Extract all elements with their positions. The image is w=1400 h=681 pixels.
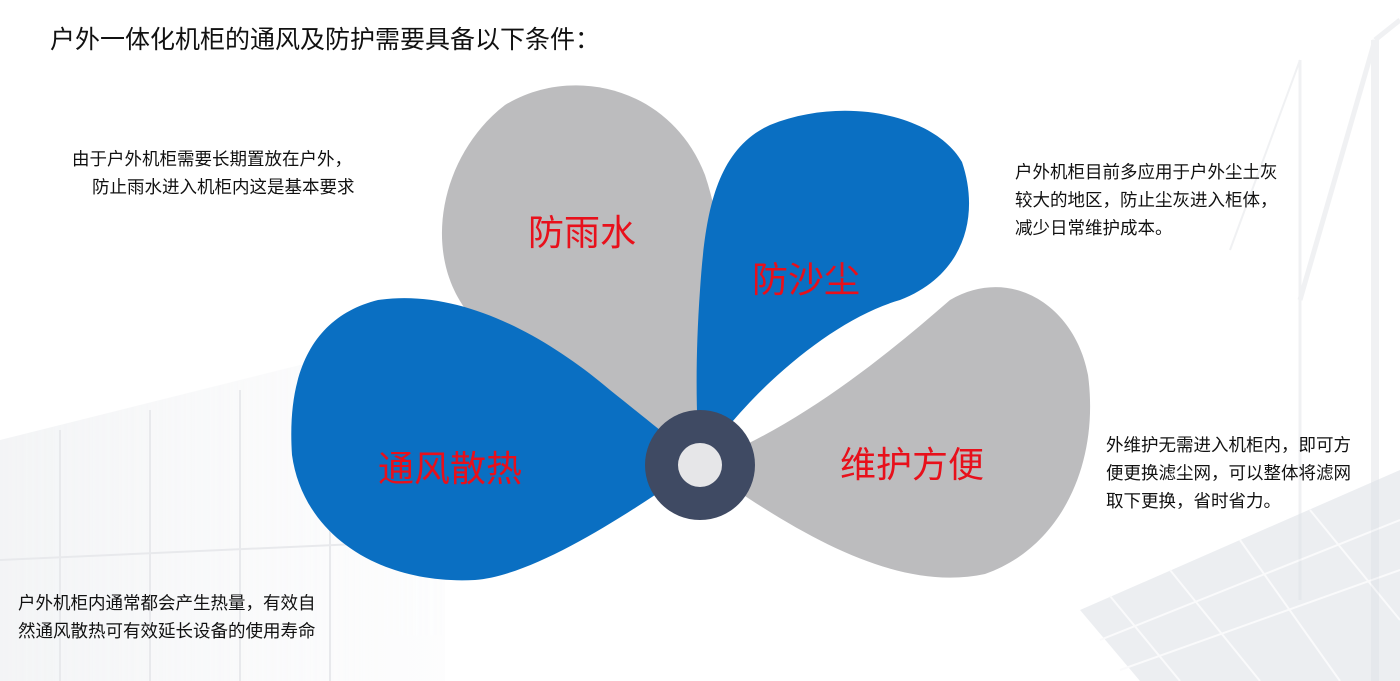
desc-maintenance-line: 便更换滤尘网，可以整体将滤网	[1106, 464, 1351, 484]
desc-ventilation-line: 户外机柜内通常都会产生热量，有效自	[18, 594, 316, 614]
desc-rain-line: 由于户外机柜需要长期置放在户外，	[72, 150, 352, 170]
desc-maintenance-line: 外维护无需进入机柜内，即可方	[1106, 436, 1351, 456]
desc-dust-line: 减少日常维护成本。	[1015, 219, 1173, 239]
solar-panel-icon	[1080, 470, 1400, 681]
desc-maintenance: 外维护无需进入机柜内，即可方 便更换滤尘网，可以整体将滤网 取下更换，省时省力。	[1106, 432, 1351, 516]
petal-label-rain: 防雨水	[528, 213, 637, 254]
desc-dust-line: 户外机柜目前多应用于户外尘土灰	[1015, 163, 1278, 183]
desc-rain: 由于户外机柜需要长期置放在户外， 防止雨水进入机柜内这是基本要求	[72, 146, 355, 202]
desc-maintenance-line: 取下更换，省时省力。	[1106, 492, 1281, 512]
petal-maintenance	[700, 287, 1091, 578]
petal-label-dust: 防沙尘	[752, 260, 861, 301]
petal-dust	[696, 110, 970, 466]
hub-center	[678, 443, 722, 487]
desc-rain-line: 防止雨水进入机柜内这是基本要求	[92, 178, 355, 198]
desc-ventilation-line: 然通风散热可有效延长设备的使用寿命	[18, 622, 316, 642]
desc-dust-line: 较大的地区，防止尘灰进入柜体，	[1015, 191, 1278, 211]
page-title: 户外一体化机柜的通风及防护需要具备以下条件：	[50, 25, 601, 54]
desc-ventilation: 户外机柜内通常都会产生热量，有效自 然通风散热可有效延长设备的使用寿命	[18, 590, 316, 646]
petal-rain	[441, 85, 724, 465]
petal-ventilation	[291, 298, 700, 581]
petal-label-maintenance: 维护方便	[840, 445, 985, 486]
desc-dust: 户外机柜目前多应用于户外尘土灰 较大的地区，防止尘灰进入柜体， 减少日常维护成本…	[1015, 159, 1278, 243]
petal-label-ventilation: 通风散热	[378, 449, 523, 490]
